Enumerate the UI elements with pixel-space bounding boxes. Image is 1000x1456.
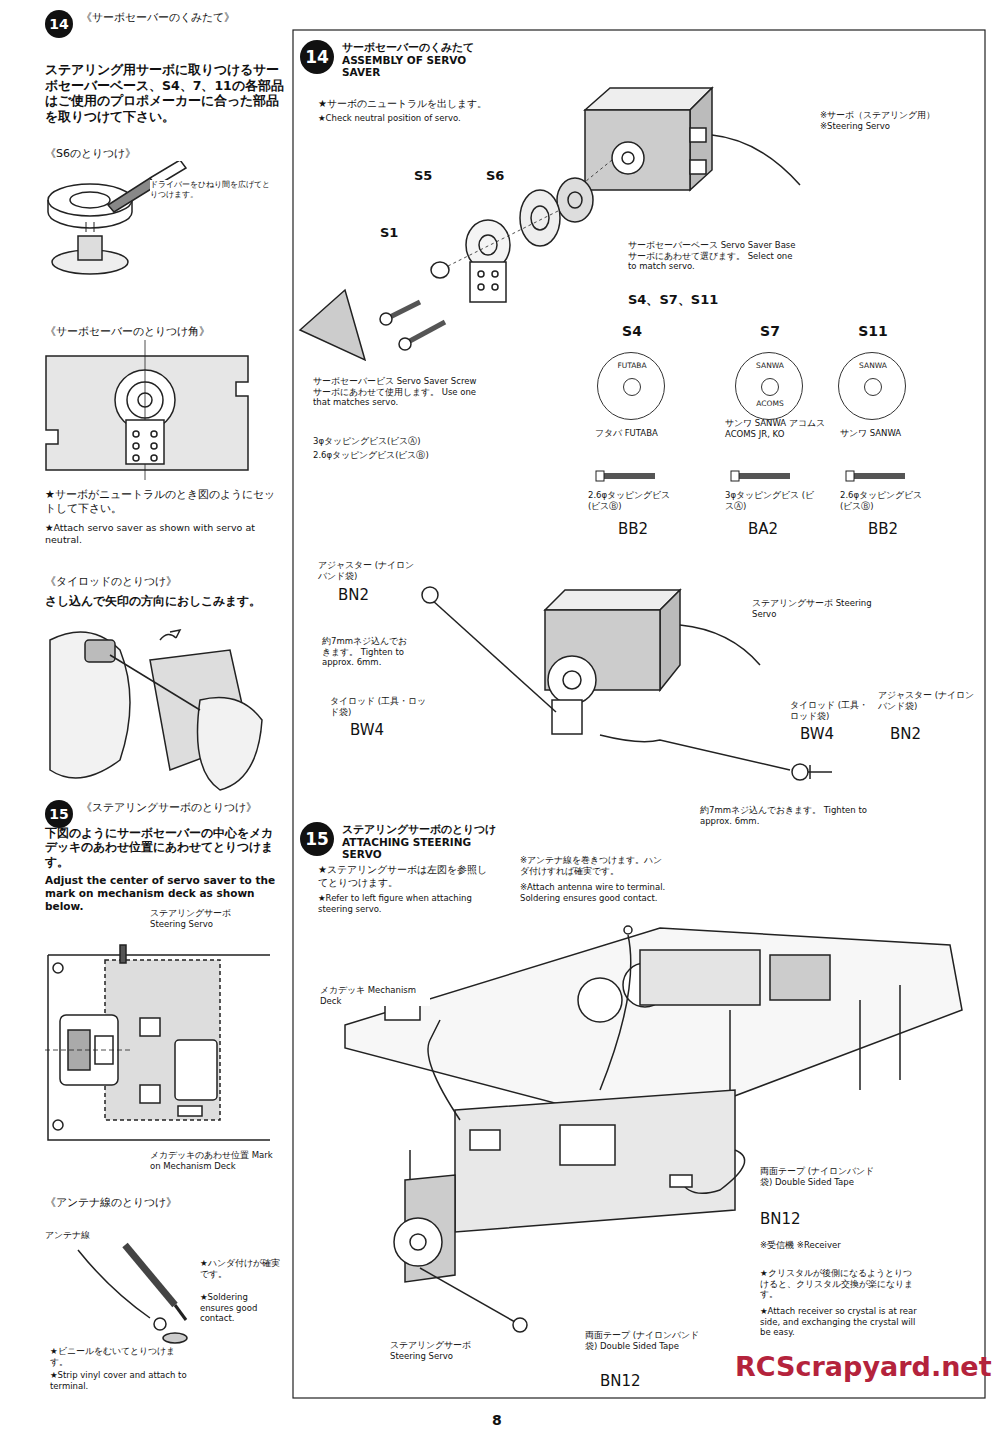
part-name: メカデッキ Mechanism Deck: [320, 985, 430, 1006]
part-code: S1: [380, 225, 420, 241]
part-name: ※サーボ（ステアリング用） ※Steering Servo: [820, 110, 970, 131]
part-name: メカデッキのあわせ位置 Mark on Mechanism Deck: [150, 1150, 280, 1171]
part-name: アンテナ線: [45, 1230, 125, 1241]
step-heading: 《サーボセーバーのくみたて》: [81, 11, 311, 24]
saver-base-disc: S11SANWA: [838, 352, 906, 420]
step-number: 14サーボセーバーのくみたて ASSEMBLY OF SERVO SAVER: [300, 40, 334, 74]
maker-mark: ACOMS: [736, 399, 804, 408]
part-code: S7: [716, 323, 824, 340]
part-name: サーボセーバービス Servo Saver Screw サーボにあわせて使用しま…: [313, 376, 483, 408]
part-name: 2.6φタッピングビス(ビスⒷ): [313, 450, 483, 461]
part-code: BB2: [618, 520, 678, 539]
maker-name: サンワ SANWA アコムス ACOMS JR, KO: [725, 418, 825, 439]
watermark: RCScrapyard.net: [735, 1350, 985, 1384]
part-name: アジャスター (ナイロンバンド袋): [878, 690, 978, 711]
part-name: 3φタッピングビス(ビスⒶ): [313, 436, 483, 447]
maker-name: フタバ FUTABA: [595, 428, 705, 439]
part-name: ステアリングサーボ Steering Servo: [390, 1340, 500, 1361]
part-name: 2.6φタッピングビス (ビスⒷ): [588, 490, 683, 511]
part-code: BN2: [890, 725, 950, 744]
note-text: ★クリスタルが後側になるようとりつけると、クリスタル交換が楽になります。: [760, 1268, 915, 1300]
part-code: S5: [414, 168, 454, 184]
step-number: 14《サーボセーバーのくみたて》: [45, 10, 73, 38]
servo-top-view: [46, 340, 248, 480]
note-text: 約7mmネジ込んでおきます。 Tighten to approx. 6mm.: [700, 805, 870, 826]
step-number: 15ステアリングサーボのとりつけ ATTACHING STEERING SERV…: [300, 822, 334, 856]
part-code: BW4: [350, 721, 410, 740]
part-code: BW4: [800, 725, 860, 744]
note-text: ★Refer to left figure when attaching ste…: [318, 893, 488, 914]
step-heading: 《ステアリングサーボのとりつけ》: [81, 801, 311, 814]
part-code: S4: [578, 323, 686, 340]
instruction-text: 下図のようにサーボセーバーの中心をメカデッキのあわせ位置にあわせてとりつけます。: [45, 826, 283, 869]
note-text: ★Attach servo saver as shown with servo …: [45, 522, 275, 546]
note-text: ★ビニールをむいてとりつけます。: [50, 1346, 185, 1367]
part-name: ※受信機 ※Receiver: [760, 1240, 910, 1251]
step-number-text: 14: [45, 10, 73, 38]
section-heading: 《S6のとりつけ》: [45, 147, 245, 161]
note-text: 約7mmネジ込んでおきます。 Tighten to approx. 6mm.: [322, 636, 407, 668]
part-name: 両面テープ (ナイロンバンド袋) Double Sided Tape: [760, 1166, 880, 1187]
saver-base-disc: S7SANWAACOMS: [735, 352, 803, 420]
section-heading: 《タイロッドのとりつけ》: [45, 575, 245, 589]
maker-mark: SANWA: [736, 361, 804, 370]
part-name: 2.6φタッピングビス (ビスⒷ): [840, 490, 935, 511]
note-text: ★サーボがニュートラルのとき図のようにセットして下さい。: [45, 488, 285, 516]
disc-hole: [623, 378, 641, 396]
part-code: BB2: [868, 520, 928, 539]
page-number: 8: [492, 1412, 522, 1430]
maker-name: サンワ SANWA: [840, 428, 950, 439]
s6-sketch: [48, 160, 186, 274]
step-number: 15《ステアリングサーボのとりつけ》: [45, 800, 73, 828]
part-code: BN12: [600, 1372, 660, 1391]
step-number-text: 15: [45, 800, 73, 828]
maker-mark: SANWA: [839, 361, 907, 370]
part-name: アジャスター (ナイロンバンド袋): [318, 560, 418, 581]
maker-mark: FUTABA: [598, 361, 666, 370]
part-code: S11: [819, 323, 927, 340]
saver-base-disc: S4FUTABA: [597, 352, 665, 420]
disc-hole: [864, 378, 882, 396]
note-text: ★Soldering ensures good contact.: [200, 1292, 280, 1324]
note-text: ★Strip vinyl cover and attach to termina…: [50, 1370, 190, 1391]
part-name: サーボセーバーベース Servo Saver Base サーボにあわせて選びます…: [628, 240, 798, 272]
note-text: ★Check neutral position of servo.: [318, 113, 578, 124]
part-code: BN2: [338, 586, 398, 605]
servo-parts: [380, 88, 800, 350]
deck-assembly: [345, 926, 962, 1332]
part-name: 3φタッピングビス (ビスⒶ): [725, 490, 820, 511]
step-number-text: 14: [300, 40, 334, 74]
part-name: ステアリングサーボ Steering Servo: [150, 908, 260, 929]
note-text: ★サーボのニュートラルを出します。: [318, 98, 578, 111]
part-name: 両面テープ (ナイロンバンド袋) Double Sided Tape: [585, 1330, 705, 1351]
part-name: タイロッド (工具・ロッド袋): [790, 700, 870, 721]
icon: [300, 290, 365, 360]
step-heading: ステアリングサーボのとりつけ ATTACHING STEERING SERVO: [342, 823, 512, 861]
part-name: タイロッド (工具・ロッド袋): [330, 696, 430, 717]
step-number-text: 15: [300, 822, 334, 856]
solder-sketch: [78, 1245, 187, 1343]
panel-frame: [293, 30, 985, 1398]
instruction-text: さし込んで矢印の方向におしこみます。: [45, 594, 285, 608]
note-text: ★ステアリングサーボは左図を参照してとりつけます。: [318, 864, 488, 889]
note-text: ※Attach antenna wire to terminal. Solder…: [520, 882, 670, 903]
part-code: S6: [486, 168, 526, 184]
note-text: ドライバーをひねり間を広げてとりつけます。: [150, 180, 275, 200]
section-heading: 《サーボセーバーのとりつけ角》: [45, 325, 275, 339]
disc-hole: [761, 378, 779, 396]
deck-outline: [45, 945, 270, 1140]
note-text: ※アンテナ線を巻きつけます。ハンダ付けすれば確実です。: [520, 855, 670, 876]
note-text: ★Attach receiver so crystal is at rear s…: [760, 1306, 920, 1338]
instruction-text: ステアリング用サーボに取りつけるサーボセーバーベース、S4、7、11の各部品はご…: [45, 62, 285, 125]
hands-sketch: [50, 630, 262, 790]
part-name: ステアリングサーボ Steering Servo: [752, 598, 882, 619]
note-text: ★ハンダ付けが確実です。: [200, 1258, 280, 1279]
screws: [596, 471, 905, 481]
step-heading: サーボセーバーのくみたて ASSEMBLY OF SERVO SAVER: [342, 41, 492, 79]
part-code: BN12: [760, 1210, 820, 1229]
part-code: S4、S7、S11: [628, 292, 798, 308]
section-heading: 《アンテナ線のとりつけ》: [45, 1196, 265, 1210]
part-code: BA2: [748, 520, 808, 539]
